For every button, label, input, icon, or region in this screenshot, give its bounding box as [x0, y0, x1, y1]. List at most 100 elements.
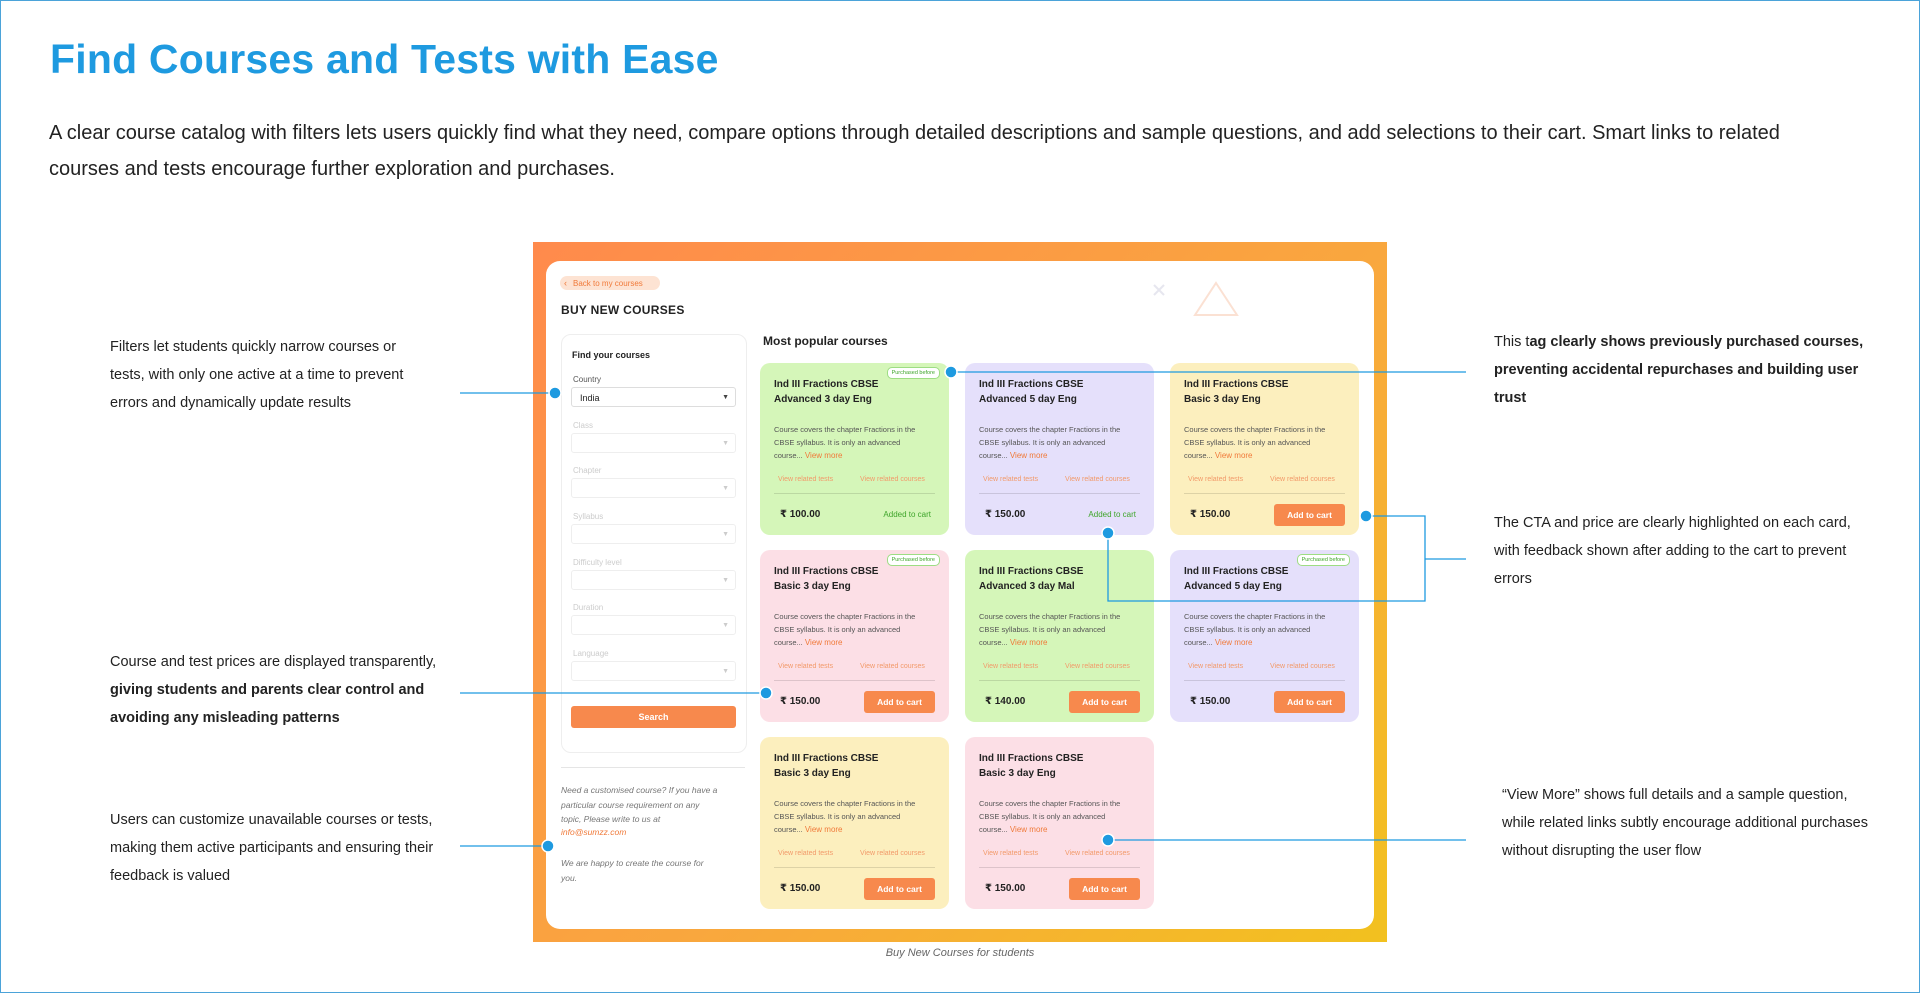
- related-links: View related tests View related courses: [983, 850, 1143, 857]
- course-price: ₹ 140.00: [985, 696, 1026, 707]
- course-description: Course covers the chapter Fractions in t…: [774, 423, 924, 462]
- difficulty-select[interactable]: ▼: [571, 570, 736, 590]
- view-related-tests-link[interactable]: View related tests: [778, 476, 834, 483]
- related-links: View related tests View related courses: [778, 663, 938, 670]
- added-to-cart-status: Added to cart: [1088, 510, 1136, 519]
- course-price: ₹ 150.00: [985, 509, 1026, 520]
- course-description-text: Course covers the chapter Fractions in t…: [979, 612, 1121, 647]
- view-related-courses-link[interactable]: View related courses: [860, 663, 925, 670]
- buy-new-courses-heading: BUY NEW COURSES: [561, 303, 685, 317]
- caret-down-icon: ▼: [722, 668, 729, 675]
- related-links: View related tests View related courses: [1188, 476, 1348, 483]
- custom-course-email-link[interactable]: info@sumzz.com: [561, 827, 627, 837]
- sidebar-divider: [561, 767, 745, 768]
- annotation-view-more: “View More” shows full details and a sam…: [1502, 787, 1868, 859]
- most-popular-heading: Most popular courses: [763, 334, 888, 348]
- page-description: A clear course catalog with filters lets…: [49, 122, 1780, 180]
- view-more-link[interactable]: View more: [1214, 638, 1253, 647]
- view-related-courses-link[interactable]: View related courses: [1065, 663, 1130, 670]
- chevron-left-icon: ‹: [564, 278, 567, 288]
- view-more-link[interactable]: View more: [804, 638, 843, 647]
- course-price: ₹ 150.00: [985, 883, 1026, 894]
- course-description-text: Course covers the chapter Fractions in t…: [979, 425, 1121, 460]
- view-related-courses-link[interactable]: View related courses: [1065, 850, 1130, 857]
- custom-course-text: Need a customised course? If you have a …: [561, 785, 718, 824]
- course-card: Ind III Fractions CBSE Basic 3 day Eng C…: [760, 737, 949, 909]
- duration-label: Duration: [573, 603, 604, 612]
- view-related-courses-link[interactable]: View related courses: [860, 476, 925, 483]
- course-description-text: Course covers the chapter Fractions in t…: [1184, 425, 1326, 460]
- added-to-cart-status: Added to cart: [883, 510, 931, 519]
- view-more-link[interactable]: View more: [804, 825, 843, 834]
- course-description-text: Course covers the chapter Fractions in t…: [1184, 612, 1326, 647]
- add-to-cart-button[interactable]: Add to cart: [1069, 878, 1140, 900]
- country-label: Country: [573, 375, 602, 384]
- view-related-tests-link[interactable]: View related tests: [983, 476, 1039, 483]
- course-title: Ind III Fractions CBSE Basic 3 day Eng: [1184, 379, 1289, 405]
- view-related-tests-link[interactable]: View related tests: [983, 663, 1039, 670]
- figure-caption: Buy New Courses for students: [885, 947, 1035, 959]
- course-price: ₹ 150.00: [1190, 509, 1231, 520]
- course-description-text: Course covers the chapter Fractions in t…: [774, 425, 916, 460]
- syllabus-select[interactable]: ▼: [571, 524, 736, 544]
- language-select[interactable]: ▼: [571, 661, 736, 681]
- view-more-link[interactable]: View more: [1009, 825, 1048, 834]
- caret-down-icon: ▼: [722, 531, 729, 538]
- add-to-cart-button[interactable]: Add to cart: [864, 691, 935, 713]
- course-description-text: Course covers the chapter Fractions in t…: [979, 799, 1121, 834]
- view-related-tests-link[interactable]: View related tests: [983, 850, 1039, 857]
- difficulty-label: Difficulty level: [573, 558, 622, 567]
- class-select[interactable]: ▼: [571, 433, 736, 453]
- country-select[interactable]: India▼: [571, 387, 736, 407]
- triangle-decoration: [1193, 281, 1239, 316]
- caret-down-icon: ▼: [722, 577, 729, 584]
- back-to-my-courses-button[interactable]: ‹Back to my courses: [560, 276, 660, 290]
- view-related-courses-link[interactable]: View related courses: [860, 850, 925, 857]
- course-description: Course covers the chapter Fractions in t…: [979, 423, 1129, 462]
- country-value: India: [580, 393, 600, 403]
- related-links: View related tests View related courses: [983, 663, 1143, 670]
- caret-down-icon: ▼: [722, 485, 729, 492]
- custom-course-text-2: We are happy to create the course for yo…: [561, 858, 704, 883]
- search-button[interactable]: Search: [571, 706, 736, 728]
- view-related-courses-link[interactable]: View related courses: [1065, 476, 1130, 483]
- view-related-tests-link[interactable]: View related tests: [778, 850, 834, 857]
- course-title: Ind III Fractions CBSE Basic 3 day Eng: [979, 753, 1084, 779]
- view-more-link[interactable]: View more: [1009, 638, 1048, 647]
- add-to-cart-button[interactable]: Add to cart: [1069, 691, 1140, 713]
- view-related-tests-link[interactable]: View related tests: [1188, 476, 1244, 483]
- course-title: Ind III Fractions CBSE Advanced 5 day En…: [1184, 566, 1289, 592]
- annotation-cta: The CTA and price are clearly highlighte…: [1494, 515, 1851, 587]
- course-price: ₹ 100.00: [780, 509, 821, 520]
- course-card: Ind III Fractions CBSE Basic 3 day Eng C…: [965, 737, 1154, 909]
- card-divider: [979, 493, 1140, 494]
- duration-select[interactable]: ▼: [571, 615, 736, 635]
- view-more-link[interactable]: View more: [804, 451, 843, 460]
- class-label: Class: [573, 421, 594, 430]
- view-more-link[interactable]: View more: [1214, 451, 1253, 460]
- view-related-tests-link[interactable]: View related tests: [778, 663, 834, 670]
- view-related-courses-link[interactable]: View related courses: [1270, 476, 1335, 483]
- view-related-tests-link[interactable]: View related tests: [1188, 663, 1244, 670]
- course-description: Course covers the chapter Fractions in t…: [774, 797, 924, 836]
- annotation-prices: Course and test prices are displayed tra…: [110, 654, 437, 726]
- course-description: Course covers the chapter Fractions in t…: [979, 610, 1129, 649]
- course-description-text: Course covers the chapter Fractions in t…: [774, 612, 916, 647]
- course-price: ₹ 150.00: [1190, 696, 1231, 707]
- course-description-text: Course covers the chapter Fractions in t…: [774, 799, 916, 834]
- view-more-link[interactable]: View more: [1009, 451, 1048, 460]
- card-divider: [1184, 493, 1345, 494]
- course-price: ₹ 150.00: [780, 696, 821, 707]
- related-links: View related tests View related courses: [1188, 663, 1348, 670]
- add-to-cart-button[interactable]: Add to cart: [1274, 504, 1345, 526]
- course-description: Course covers the chapter Fractions in t…: [1184, 423, 1334, 462]
- view-related-courses-link[interactable]: View related courses: [1270, 663, 1335, 670]
- chapter-select[interactable]: ▼: [571, 478, 736, 498]
- course-price: ₹ 150.00: [780, 883, 821, 894]
- course-title: Ind III Fractions CBSE Advanced 3 day Ma…: [979, 566, 1084, 592]
- annotation-purchased-tag: This tag clearly shows previously purcha…: [1494, 334, 1864, 406]
- add-to-cart-button[interactable]: Add to cart: [864, 878, 935, 900]
- filter-panel-title: Find your courses: [572, 350, 651, 360]
- related-links: View related tests View related courses: [778, 850, 938, 857]
- add-to-cart-button[interactable]: Add to cart: [1274, 691, 1345, 713]
